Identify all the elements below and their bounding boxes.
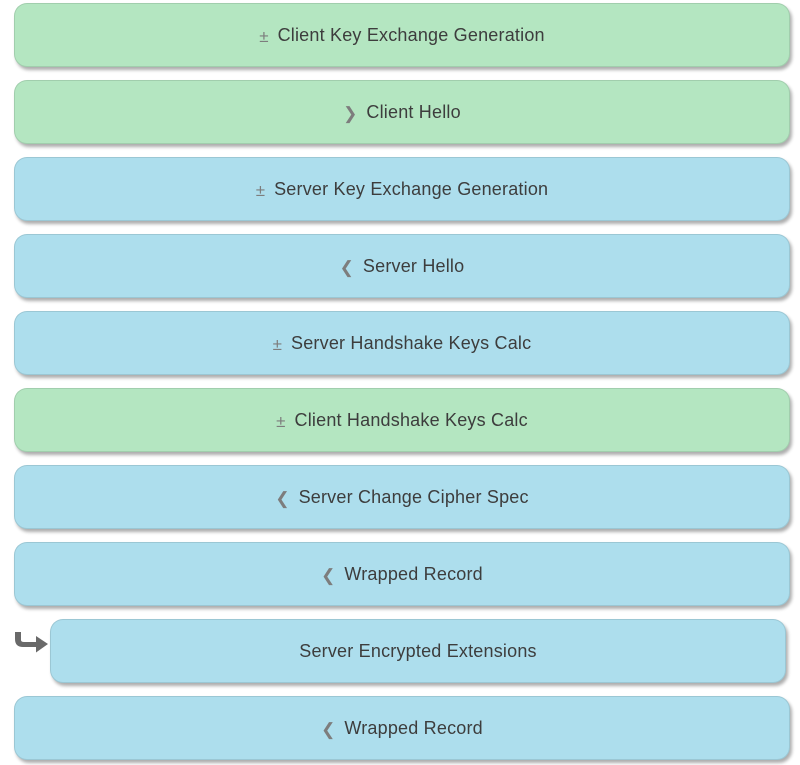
record-wrapped-record[interactable]: ❮ Wrapped Record: [14, 542, 790, 606]
record-label: Server Hello: [362, 255, 465, 276]
expand-toggle-icon: ±: [259, 26, 269, 46]
record-client-key-exchange-generation[interactable]: ± Client Key Exchange Generation: [14, 3, 790, 67]
record-row: Server Encrypted Extensions: [15, 619, 786, 683]
expand-toggle-icon: ±: [255, 180, 266, 200]
record-label: Client Key Exchange Generation: [277, 24, 545, 45]
record-row: ❮ Server Change Cipher Spec: [14, 465, 790, 529]
record-client-handshake-keys-calc[interactable]: ± Client Handshake Keys Calc: [14, 388, 790, 452]
record-label: Server Encrypted Extensions: [299, 640, 537, 661]
record-server-change-cipher-spec[interactable]: ❮ Server Change Cipher Spec: [14, 465, 790, 529]
record-label: Wrapped Record: [344, 563, 483, 584]
record-row: ± Server Handshake Keys Calc: [14, 311, 790, 375]
record-label: Wrapped Record: [344, 717, 483, 738]
sent-by-client-arrow-icon: ❯: [343, 103, 358, 123]
record-row: ± Client Key Exchange Generation: [14, 3, 790, 67]
expand-toggle-icon: ±: [276, 411, 286, 431]
record-label: Server Change Cipher Spec: [298, 486, 529, 507]
record-row: ❮ Wrapped Record: [14, 542, 790, 606]
record-server-hello[interactable]: ❮ Server Hello: [14, 234, 790, 298]
record-row: ± Client Handshake Keys Calc: [14, 388, 790, 452]
sent-by-server-arrow-icon: ❮: [321, 565, 336, 585]
record-wrapped-record-2[interactable]: ❮ Wrapped Record: [14, 696, 790, 760]
record-server-key-exchange-generation[interactable]: ± Server Key Exchange Generation: [14, 157, 790, 221]
sent-by-server-arrow-icon: ❮: [339, 257, 354, 277]
record-row: ± Server Key Exchange Generation: [14, 157, 790, 221]
record-server-encrypted-extensions[interactable]: Server Encrypted Extensions: [50, 619, 786, 683]
record-row: ❮ Wrapped Record: [14, 696, 790, 760]
record-server-handshake-keys-calc[interactable]: ± Server Handshake Keys Calc: [14, 311, 790, 375]
record-row: ❯ Client Hello: [14, 80, 790, 144]
record-label: Server Handshake Keys Calc: [291, 332, 532, 353]
sent-by-server-arrow-icon: ❮: [321, 719, 336, 739]
record-label: Server Key Exchange Generation: [274, 178, 549, 199]
record-label: Client Hello: [366, 101, 461, 122]
record-client-hello[interactable]: ❯ Client Hello: [14, 80, 790, 144]
record-row: ❮ Server Hello: [14, 234, 790, 298]
sent-by-server-arrow-icon: ❮: [275, 488, 290, 508]
current-record-arrow-icon: [13, 631, 49, 654]
record-label: Client Handshake Keys Calc: [294, 409, 528, 430]
expand-toggle-icon: ±: [272, 334, 283, 354]
